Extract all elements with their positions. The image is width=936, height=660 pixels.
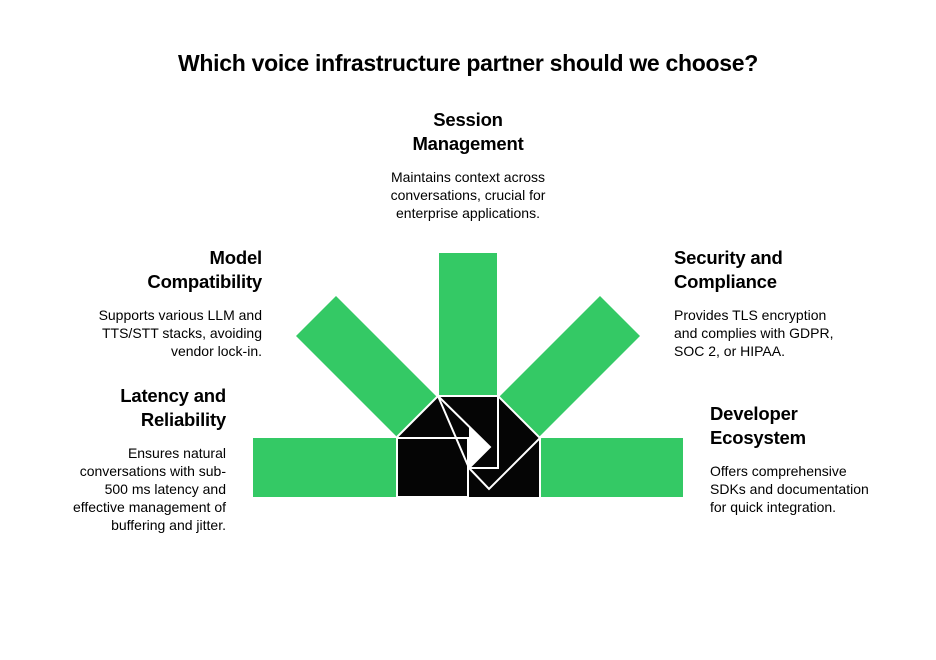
factor-model-description: Supports various LLM and TTS/STT stacks,…: [42, 306, 262, 360]
desc-line: Supports various LLM and: [98, 307, 262, 323]
desc-line: TTS/STT stacks, avoiding: [101, 325, 262, 341]
factor-developer-title: Developer Ecosystem: [710, 402, 920, 450]
desc-line: conversations with sub-: [79, 463, 226, 479]
desc-line: effective management of: [72, 499, 226, 515]
factor-security-title: Security and Compliance: [674, 246, 904, 294]
desc-line: SOC 2, or HIPAA.: [674, 343, 785, 359]
factor-developer-description: Offers comprehensive SDKs and documentat…: [710, 462, 920, 516]
desc-line: enterprise applications.: [396, 205, 540, 221]
factor-session-title: Session Management: [348, 108, 588, 156]
desc-line: Offers comprehensive: [710, 463, 847, 479]
desc-line: Ensures natural: [127, 445, 226, 461]
hub-square-a: [396, 437, 469, 498]
factor-latency-title: Latency and Reliability: [6, 384, 226, 432]
ray-session: [439, 253, 497, 395]
desc-line: buffering and jitter.: [111, 517, 226, 533]
desc-line: Maintains context across: [390, 169, 546, 185]
factor-model: Model Compatibility Supports various LLM…: [42, 246, 263, 360]
factor-latency-title-line1: Latency and: [120, 385, 226, 406]
factor-security: Security and Compliance Provides TLS enc…: [674, 246, 904, 360]
factor-session-description: Maintains context across conversations, …: [348, 168, 588, 222]
factor-security-title-line1: Security and: [674, 247, 783, 268]
factor-model-title-line2: Compatibility: [147, 271, 262, 292]
factor-developer-title-line1: Developer: [710, 403, 798, 424]
factor-session-title-line1: Session: [433, 109, 503, 130]
factor-latency-title-line2: Reliability: [140, 409, 226, 430]
factor-model-title: Model Compatibility: [42, 246, 262, 294]
factor-security-description: Provides TLS encryption and complies wit…: [674, 306, 904, 360]
factor-developer-title-line2: Ecosystem: [710, 427, 806, 448]
desc-line: vendor lock-in.: [170, 343, 262, 359]
desc-line: conversations, crucial for: [390, 187, 546, 203]
hub-piece-left: [397, 396, 469, 497]
desc-line: Provides TLS encryption: [674, 307, 827, 323]
factor-model-title-line1: Model: [209, 247, 263, 268]
factor-session: Session Management Maintains context acr…: [348, 108, 588, 222]
desc-line: SDKs and documentation: [710, 481, 869, 497]
factor-session-title-line2: Management: [412, 133, 524, 154]
desc-line: and complies with GDPR,: [674, 325, 834, 341]
ray-developer: [540, 438, 683, 497]
ray-security: [499, 296, 640, 437]
ray-model: [296, 296, 437, 437]
factor-security-title-line2: Compliance: [674, 271, 777, 292]
desc-line: 500 ms latency and: [104, 481, 226, 497]
ray-latency: [253, 438, 396, 497]
hub-piece-back: [438, 396, 498, 468]
hub-diagonal-1: [437, 395, 492, 469]
factor-latency-description: Ensures natural conversations with sub- …: [6, 444, 226, 534]
desc-line: for quick integration.: [710, 499, 837, 515]
hub-square-b: [436, 395, 499, 469]
factor-developer: Developer Ecosystem Offers comprehensive…: [710, 402, 920, 516]
factor-latency: Latency and Reliability Ensures natural …: [6, 384, 226, 534]
hub-outer-left: [396, 395, 439, 438]
diagram-title: Which voice infrastructure partner shoul…: [178, 50, 758, 76]
hub-diagonal-2: [468, 395, 542, 491]
